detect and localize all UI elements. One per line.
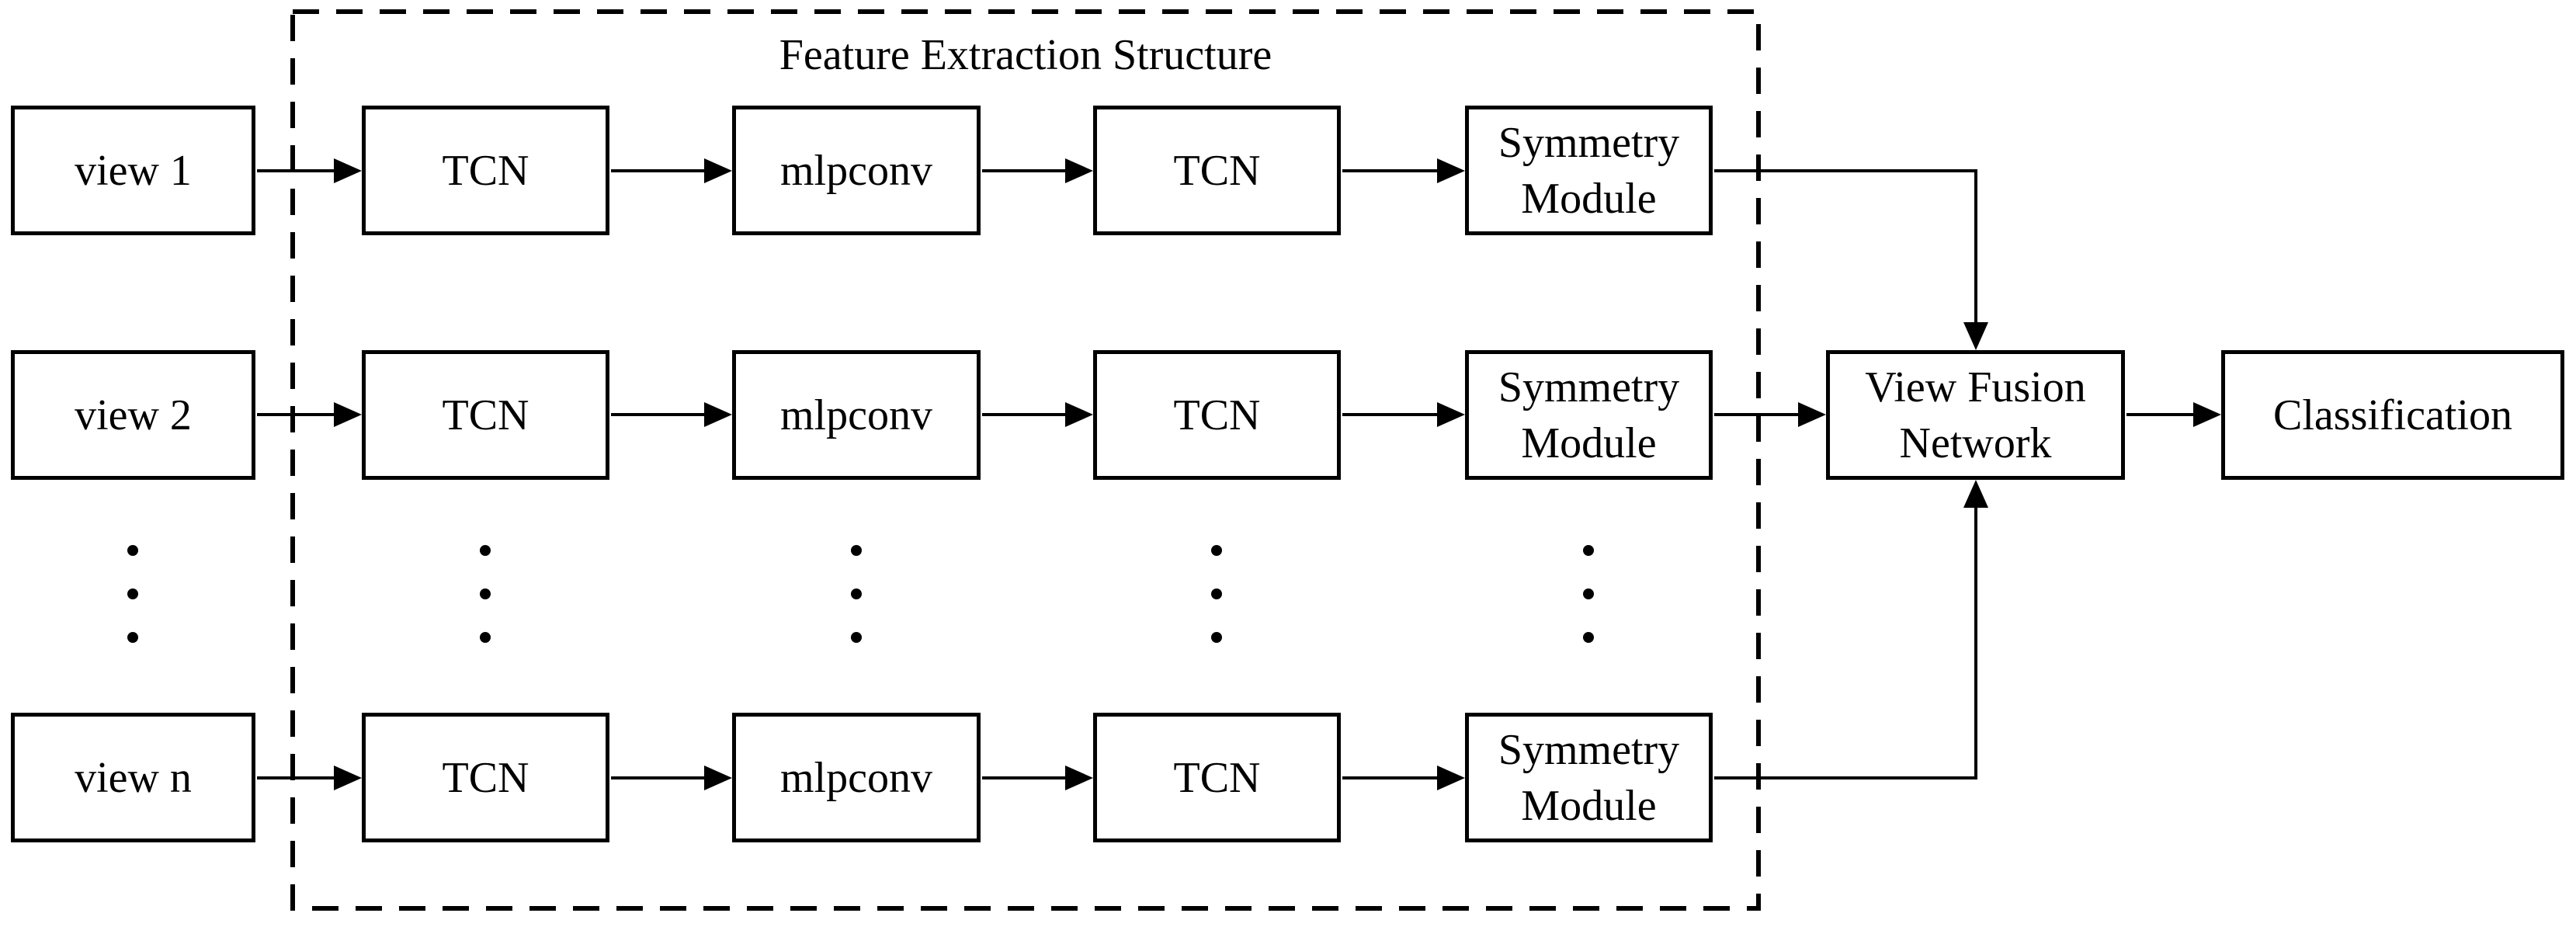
vertical-ellipsis-dot: [1583, 632, 1594, 643]
symmetry-module-label: Symmetry Module: [1498, 725, 1680, 830]
view-n-label: view n: [75, 753, 192, 802]
arrowhead-rown-tcn-symmetry: [1437, 766, 1465, 790]
classification-box: Classification: [2221, 350, 2564, 480]
arrowhead-row1-tcn-symmetry: [1437, 158, 1465, 183]
tcn-box-row1-first: TCN: [362, 106, 609, 235]
arrow-line-rown: [257, 507, 1977, 779]
vertical-ellipsis-dot: [127, 588, 138, 599]
symmetry-module-box-rown: Symmetry Module: [1465, 713, 1713, 842]
arrowhead-fusion-classification: [2193, 402, 2221, 427]
symmetry-module-label: Symmetry Module: [1498, 118, 1680, 223]
mlpconv-box-row1: mlpconv: [732, 106, 981, 235]
tcn-box-rown-second: TCN: [1093, 713, 1341, 842]
vertical-ellipsis-dot: [127, 632, 138, 643]
vertical-ellipsis-dot: [1211, 545, 1222, 556]
tcn-label: TCN: [1173, 146, 1261, 195]
feature-extraction-boundary: [290, 9, 1761, 911]
mlpconv-label: mlpconv: [780, 146, 932, 195]
symmetry-module-label: Symmetry Module: [1498, 363, 1680, 467]
vertical-ellipsis-dot: [480, 545, 491, 556]
arrowhead-row1-view-tcn: [334, 158, 362, 183]
arrow-line-row1: [257, 169, 1977, 323]
mlpconv-label: mlpconv: [780, 753, 932, 802]
arrowhead-row1-into-fusion-top: [1963, 322, 1988, 350]
tcn-label: TCN: [442, 753, 529, 802]
symmetry-module-box-row2: Symmetry Module: [1465, 350, 1713, 480]
tcn-label: TCN: [442, 146, 529, 195]
arrowhead-rown-view-tcn: [334, 766, 362, 790]
vertical-ellipsis-dot: [480, 632, 491, 643]
vertical-ellipsis-dot: [1211, 588, 1222, 599]
arrowhead-row2-mlpconv-tcn: [1065, 402, 1093, 427]
vertical-ellipsis-dot: [1583, 588, 1594, 599]
tcn-box-row2-second: TCN: [1093, 350, 1341, 480]
arrowhead-row2-into-fusion-left: [1798, 402, 1826, 427]
view-1-label: view 1: [75, 146, 192, 195]
view-n-box: view n: [11, 713, 255, 842]
tcn-label: TCN: [1173, 753, 1261, 802]
vertical-ellipsis-dot: [851, 588, 862, 599]
vertical-ellipsis-dot: [851, 632, 862, 643]
symmetry-module-box-row1: Symmetry Module: [1465, 106, 1713, 235]
arrowhead-row1-tcn-mlpconv: [704, 158, 732, 183]
classification-label: Classification: [2273, 391, 2512, 439]
view-2-box: view 2: [11, 350, 255, 480]
arrowhead-rown-tcn-mlpconv: [704, 766, 732, 790]
vertical-ellipsis-dot: [851, 545, 862, 556]
feature-extraction-title: Feature Extraction Structure: [779, 31, 1272, 79]
mlpconv-box-row2: mlpconv: [732, 350, 981, 480]
arrowhead-rown-into-fusion-bottom: [1963, 480, 1988, 508]
tcn-box-row1-second: TCN: [1093, 106, 1341, 235]
arrowhead-row2-tcn-symmetry: [1437, 402, 1465, 427]
arrowhead-row2-tcn-mlpconv: [704, 402, 732, 427]
tcn-label: TCN: [1173, 391, 1261, 439]
mlpconv-label: mlpconv: [780, 391, 932, 439]
tcn-label: TCN: [442, 391, 529, 439]
mlpconv-box-rown: mlpconv: [732, 713, 981, 842]
vertical-ellipsis-dot: [127, 545, 138, 556]
view-fusion-network-box: View Fusion Network: [1826, 350, 2125, 480]
tcn-box-rown-first: TCN: [362, 713, 609, 842]
view-1-box: view 1: [11, 106, 255, 235]
vertical-ellipsis-dot: [1211, 632, 1222, 643]
arrowhead-row2-view-tcn: [334, 402, 362, 427]
view-fusion-network-label: View Fusion Network: [1865, 363, 2086, 467]
tcn-box-row2-first: TCN: [362, 350, 609, 480]
view-2-label: view 2: [75, 391, 192, 439]
arrowhead-rown-mlpconv-tcn: [1065, 766, 1093, 790]
vertical-ellipsis-dot: [1583, 545, 1594, 556]
vertical-ellipsis-dot: [480, 588, 491, 599]
arrowhead-row1-mlpconv-tcn: [1065, 158, 1093, 183]
vertical-ellipsis-group: [127, 545, 1594, 643]
